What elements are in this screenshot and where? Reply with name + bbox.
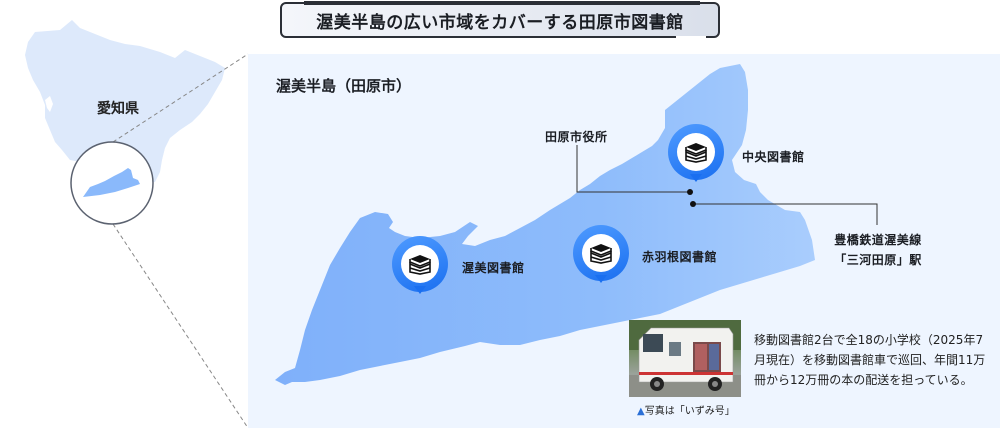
akabane-library-label: 赤羽根図書館 <box>642 250 718 264</box>
station-name: 「三河田原」駅 <box>834 253 922 267</box>
mobile-library-photo <box>629 320 741 397</box>
page-title-text: 渥美半島の広い市域をカバーする田原市図書館 <box>316 12 684 33</box>
book-stack-icon <box>409 255 431 275</box>
station-line-name: 豊橋鉄道渥美線 <box>834 233 922 247</box>
pin-central-library[interactable] <box>668 124 724 188</box>
prefecture-label: 愛知県 <box>97 101 139 117</box>
atsumi-library-label: 渥美図書館 <box>462 261 525 275</box>
station-label: 豊橋鉄道渥美線 「三河田原」駅 <box>822 230 934 270</box>
atsumi-mini-shape <box>83 168 140 197</box>
triangle-up-icon: ▲ <box>637 406 645 417</box>
page-title: 渥美半島の広い市域をカバーする田原市図書館 <box>280 1 720 39</box>
city-hall-label: 田原市役所 <box>545 130 608 144</box>
photo-caption: ▲写真は「いずみ号」 <box>637 402 735 417</box>
station-leader-line <box>693 203 878 225</box>
panel-title: 渥美半島（田原市） <box>276 77 412 95</box>
pin-atsumi-library[interactable] <box>392 236 448 300</box>
mobile-library-description: 移動図書館2台で全18の小学校（2025年7月現在）を移動図書館車で巡回、年間1… <box>754 333 986 387</box>
photo-caption-text: 写真は「いずみ号」 <box>644 406 735 417</box>
city-hall-leader-line <box>576 145 690 193</box>
aichi-prefecture-shape <box>25 20 225 184</box>
book-stack-icon <box>685 143 707 163</box>
book-stack-icon <box>590 244 612 264</box>
central-library-label: 中央図書館 <box>742 150 805 164</box>
aichi-prefecture-map <box>25 20 249 428</box>
pin-akabane-library[interactable] <box>573 225 629 289</box>
